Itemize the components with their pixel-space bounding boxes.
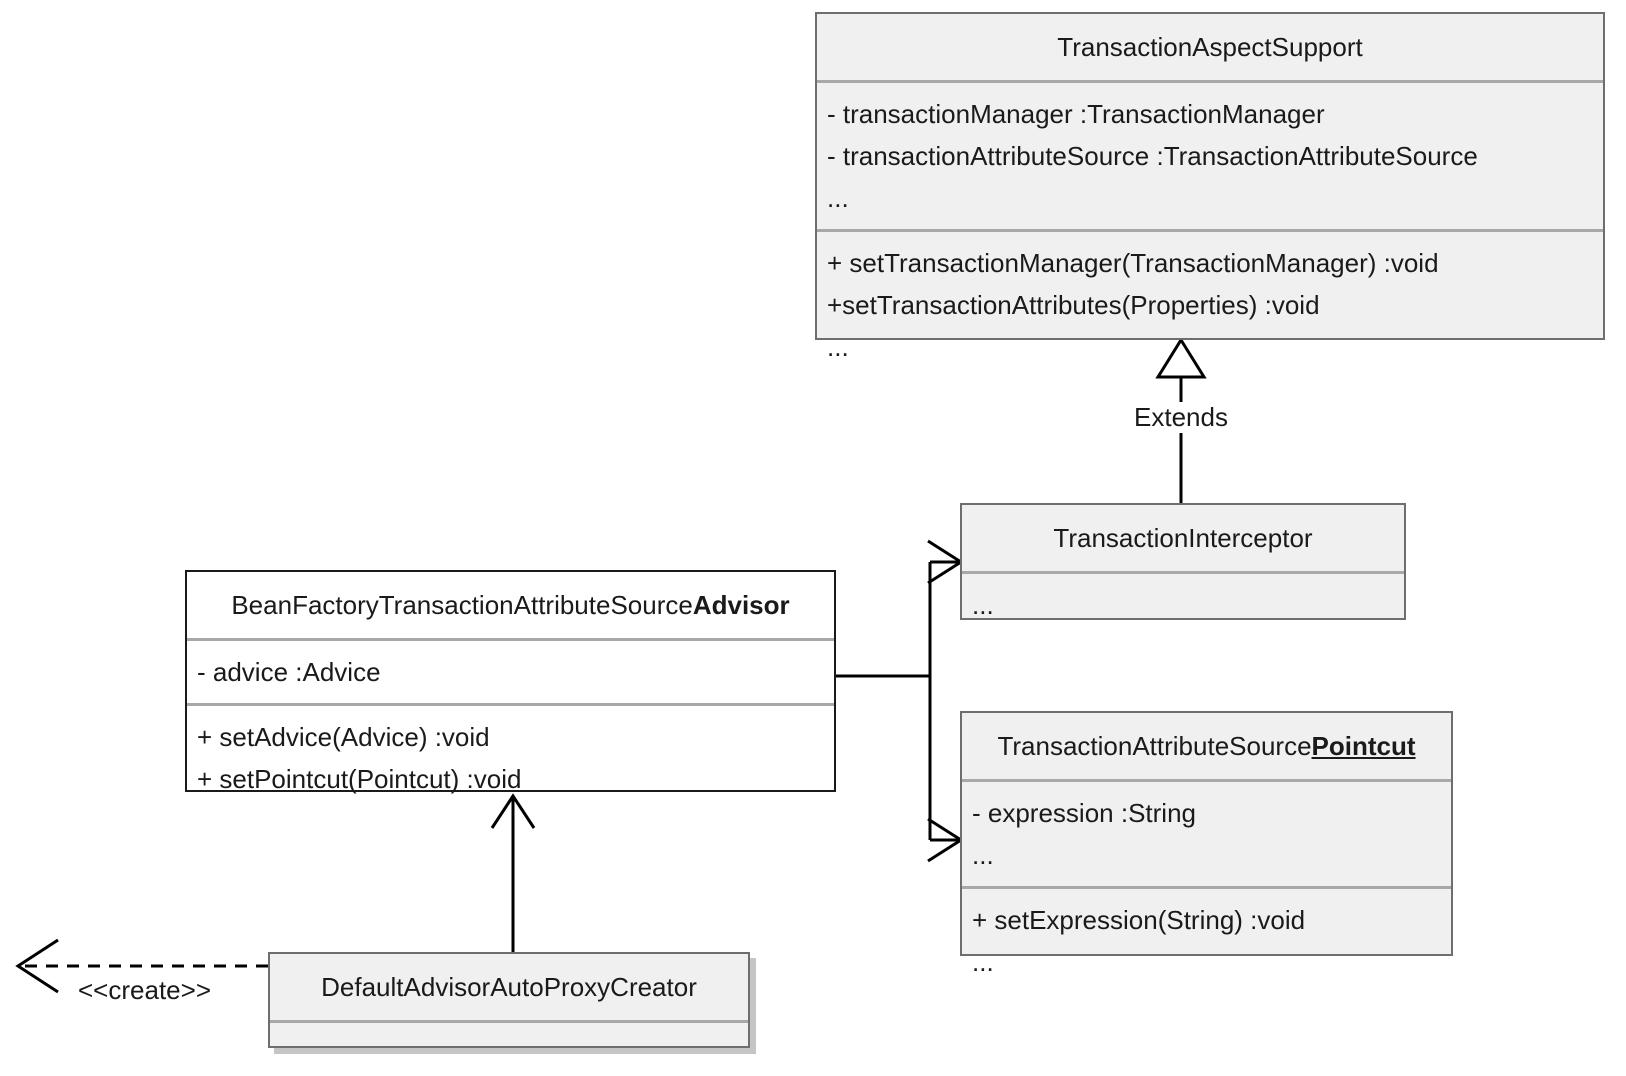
class-box-default-advisor-auto-proxy-creator[interactable]: DefaultAdvisorAutoProxyCreator [268,952,750,1048]
method-item: + setPointcut(Pointcut) :void [197,764,522,794]
attribute-item: - transactionManager :TransactionManager [827,99,1325,129]
open-arrowhead-pointcut [927,817,964,863]
class-title-transaction-interceptor: TransactionInterceptor [1053,523,1313,553]
method-item: + setExpression(String) :void [972,905,1306,935]
open-arrowhead-interceptor [927,539,964,585]
attribute-item: ... [827,183,849,213]
class-attributes-transaction-interceptor: ... [962,571,1404,636]
class-title-transaction-attribute-source-pointcut: TransactionAttributeSourcePointcut [962,713,1451,779]
relationship-label-extends: Extends [1128,402,1234,433]
method-item: + setAdvice(Advice) :void [197,722,490,752]
method-item: + setTransactionManager(TransactionManag… [827,248,1439,278]
class-methods-transaction-aspect-support: + setTransactionManager(TransactionManag… [817,229,1603,378]
class-title-emphasis: Pointcut [1311,731,1416,761]
class-attributes-bean-factory-advisor: - advice :Advice [187,638,834,703]
class-box-transaction-attribute-source-pointcut[interactable]: TransactionAttributeSourcePointcut - exp… [960,711,1453,977]
attribute-item: ... [972,590,994,620]
class-attributes-transaction-attribute-source-pointcut: - expression :String ... [962,779,1451,886]
class-box-transaction-aspect-support[interactable]: TransactionAspectSupport - transactionMa… [815,12,1605,362]
class-attributes-default-advisor-auto-proxy-creator [270,1020,748,1060]
open-arrowhead-create [15,938,59,994]
class-box-bean-factory-advisor[interactable]: BeanFactoryTransactionAttributeSourceAdv… [185,570,836,794]
class-title-bean-factory-advisor: BeanFactoryTransactionAttributeSourceAdv… [187,572,834,638]
method-item: ... [827,332,849,362]
method-item: ... [972,947,994,977]
class-title-emphasis: Advisor [692,590,790,620]
method-item: +setTransactionAttributes(Properties) :v… [827,290,1320,320]
class-methods-bean-factory-advisor: + setAdvice(Advice) :void + setPointcut(… [187,703,834,810]
relationship-label-create: <<create>> [72,975,217,1006]
class-title-default-advisor-auto-proxy-creator: DefaultAdvisorAutoProxyCreator [321,972,697,1002]
attribute-item: - advice :Advice [197,657,381,687]
class-title-prefix: TransactionAttributeSource [997,731,1312,761]
class-title-prefix: BeanFactoryTransactionAttributeSource [231,590,693,620]
attribute-item: - transactionAttributeSource :Transactio… [827,141,1478,171]
class-box-transaction-interceptor[interactable]: TransactionInterceptor ... [960,503,1406,620]
class-title-transaction-aspect-support: TransactionAspectSupport [1057,32,1363,62]
class-attributes-transaction-aspect-support: - transactionManager :TransactionManager… [817,80,1603,229]
class-methods-transaction-attribute-source-pointcut: + setExpression(String) :void ... [962,886,1451,993]
attribute-item: - expression :String [972,798,1196,828]
attribute-item: ... [972,840,994,870]
